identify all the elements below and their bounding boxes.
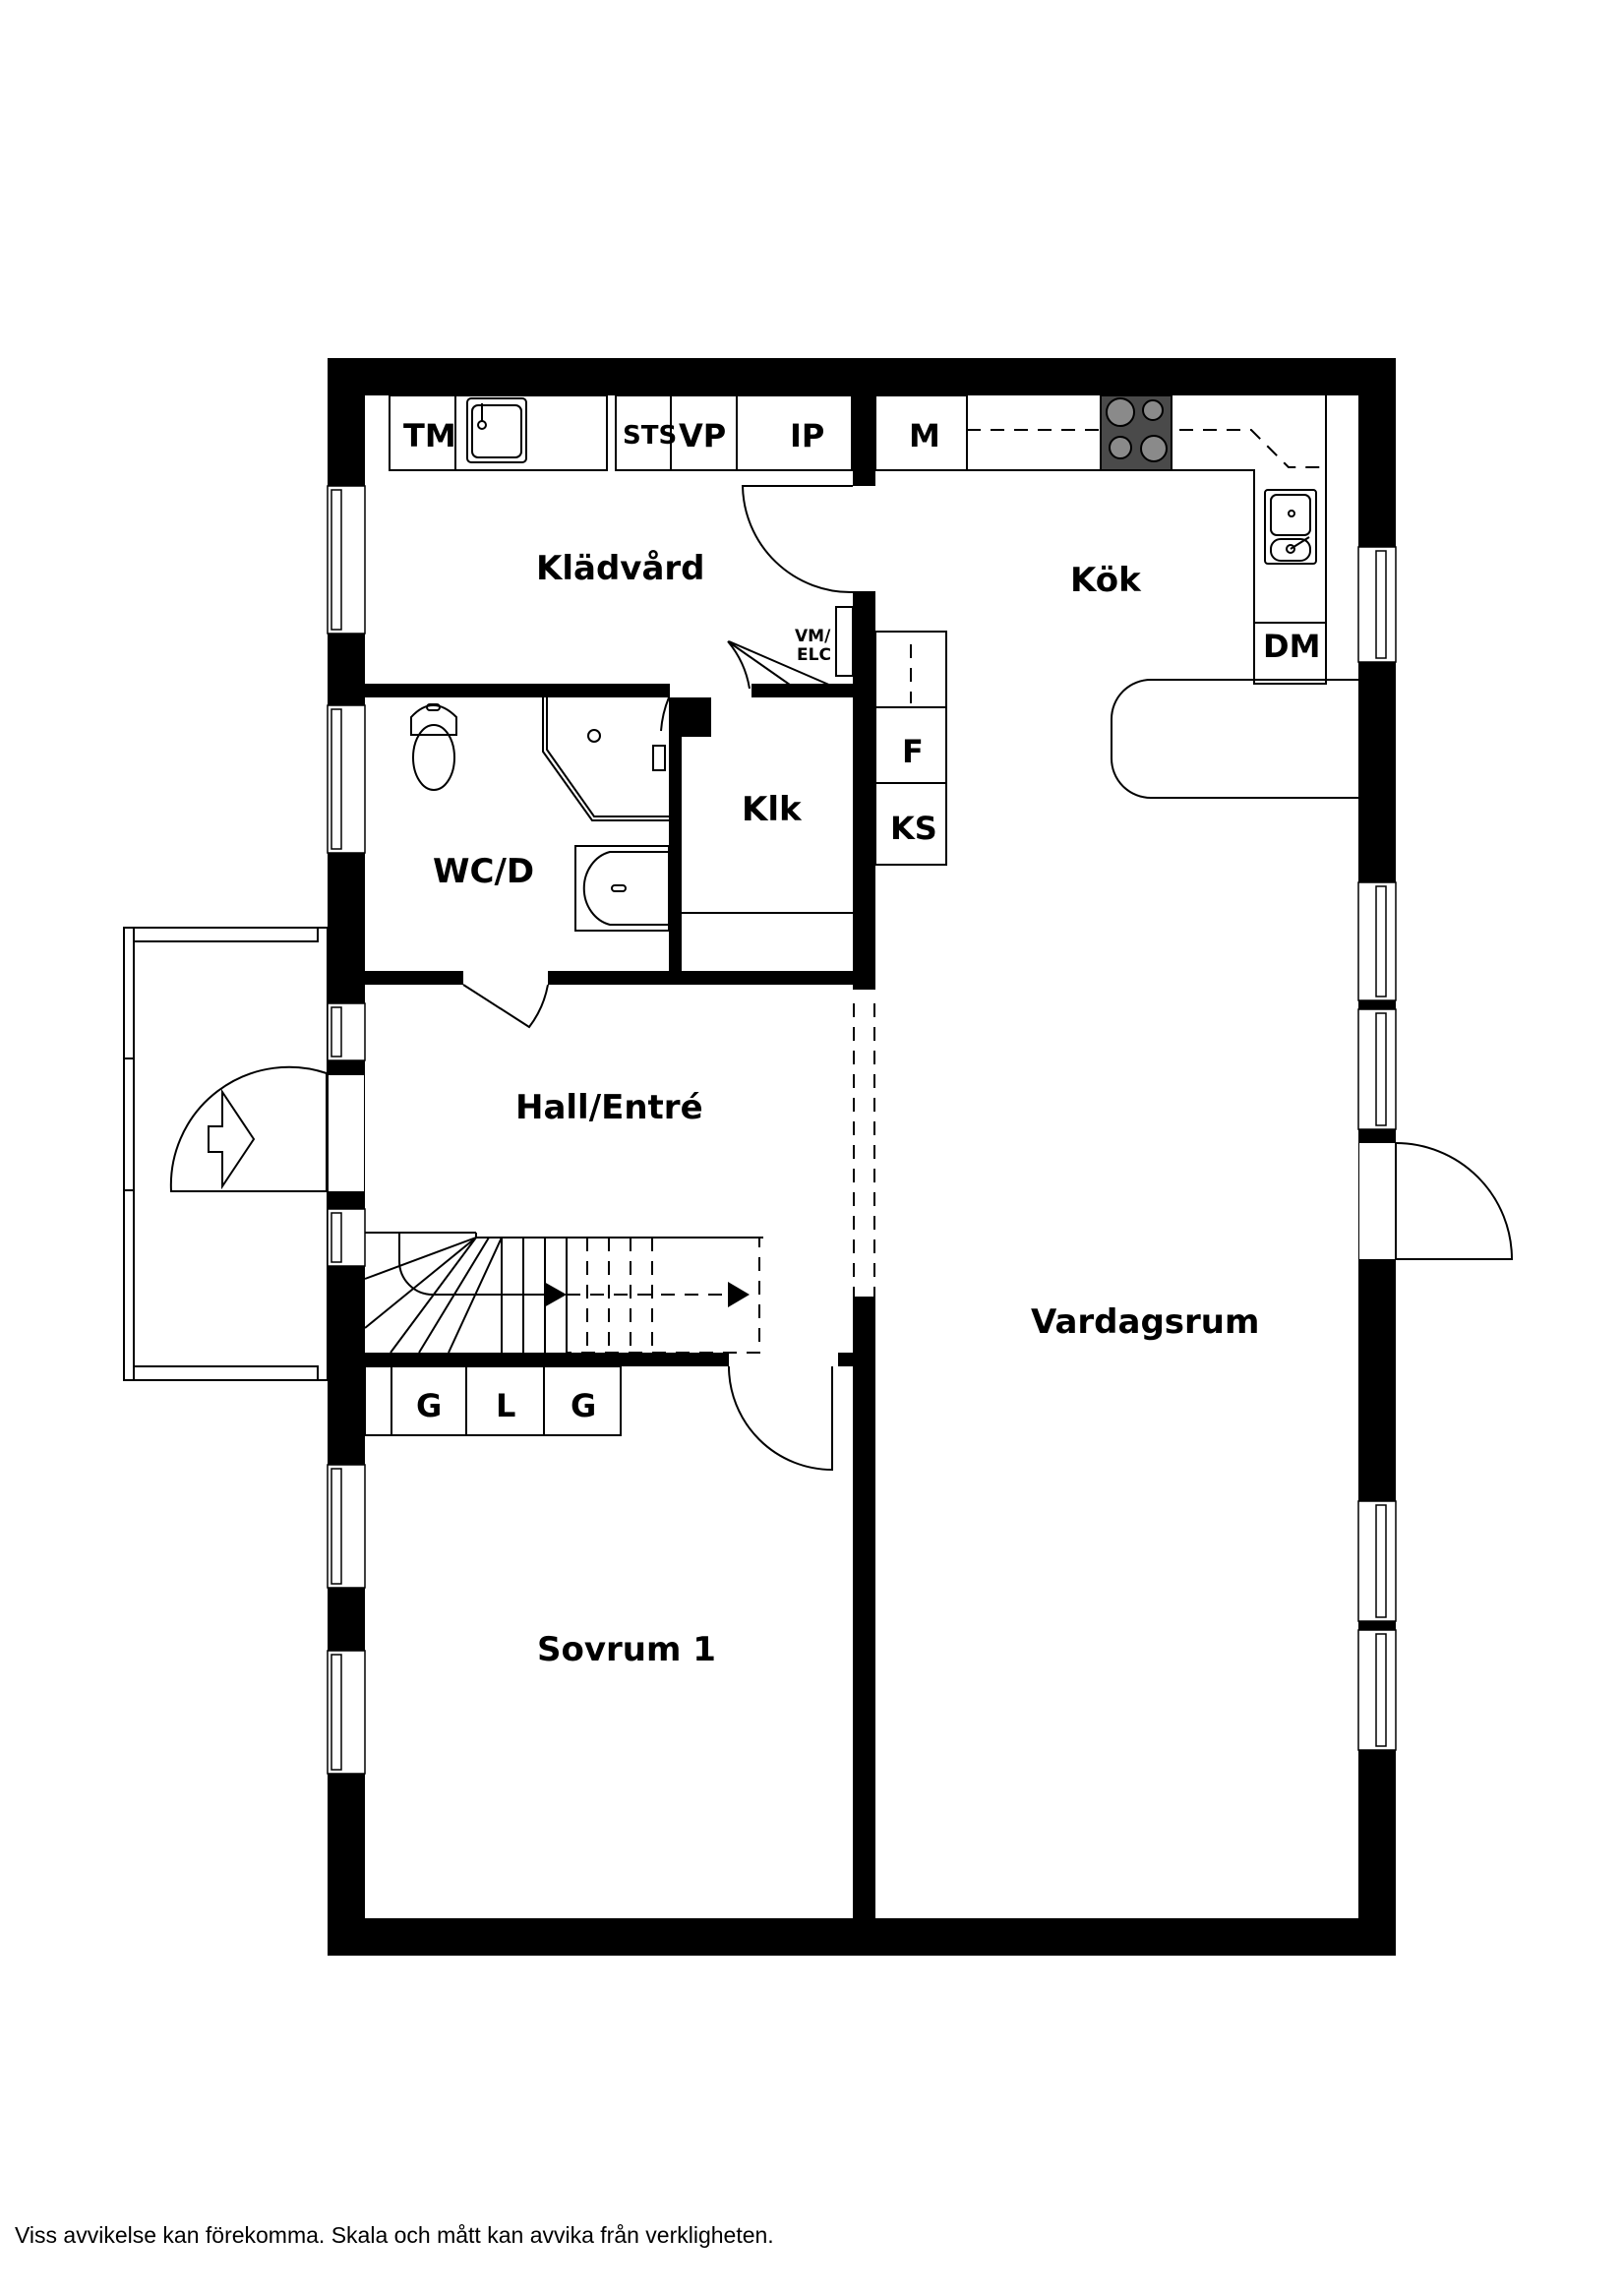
label-sts: STS bbox=[623, 421, 677, 451]
entrance-arrow-icon bbox=[208, 1088, 256, 1190]
stairs-icon bbox=[364, 1232, 763, 1354]
windows-left bbox=[326, 485, 366, 1775]
stove-icon bbox=[1100, 394, 1172, 471]
room-label-kok: Kök bbox=[1070, 561, 1142, 600]
shower-icon bbox=[542, 697, 669, 821]
label-tm: TM bbox=[403, 417, 456, 454]
label-g2: G bbox=[571, 1387, 596, 1424]
sink-icon bbox=[466, 397, 527, 463]
kitchen-island bbox=[1111, 679, 1358, 799]
windows-right bbox=[1357, 546, 1514, 1751]
label-vp: VP bbox=[679, 417, 726, 454]
room-label-sovrum1: Sovrum 1 bbox=[537, 1630, 716, 1669]
label-dm: DM bbox=[1263, 628, 1320, 665]
label-m: M bbox=[909, 417, 940, 454]
water-heater bbox=[835, 606, 854, 677]
washbasin-icon bbox=[574, 845, 670, 932]
sink-icon bbox=[1264, 489, 1317, 565]
label-ks: KS bbox=[890, 810, 937, 847]
room-label-kladvard: Klädvård bbox=[536, 549, 705, 588]
room-label-klk: Klk bbox=[742, 790, 803, 829]
entrance-porch bbox=[123, 927, 329, 1381]
wardrobes bbox=[364, 1365, 622, 1436]
room-label-hall: Hall/Entré bbox=[515, 1088, 703, 1127]
disclaimer-text: Viss avvikelse kan förekomma. Skala och … bbox=[15, 2222, 774, 2248]
label-l: L bbox=[496, 1387, 515, 1424]
toilet-icon bbox=[410, 703, 457, 791]
doors bbox=[462, 485, 875, 1472]
label-g1: G bbox=[416, 1387, 442, 1424]
room-label-wcd: WC/D bbox=[433, 852, 534, 891]
interior-walls bbox=[365, 395, 875, 1918]
label-vm: VM/ bbox=[795, 627, 831, 646]
label-f: F bbox=[902, 733, 924, 770]
label-ip: IP bbox=[790, 417, 824, 454]
laundry-counter bbox=[389, 394, 853, 471]
kitchen-counter bbox=[874, 394, 1358, 866]
label-elc: ELC bbox=[797, 645, 831, 665]
room-label-vardagsrum: Vardagsrum bbox=[1031, 1302, 1259, 1342]
bathroom-fixtures bbox=[410, 697, 670, 932]
